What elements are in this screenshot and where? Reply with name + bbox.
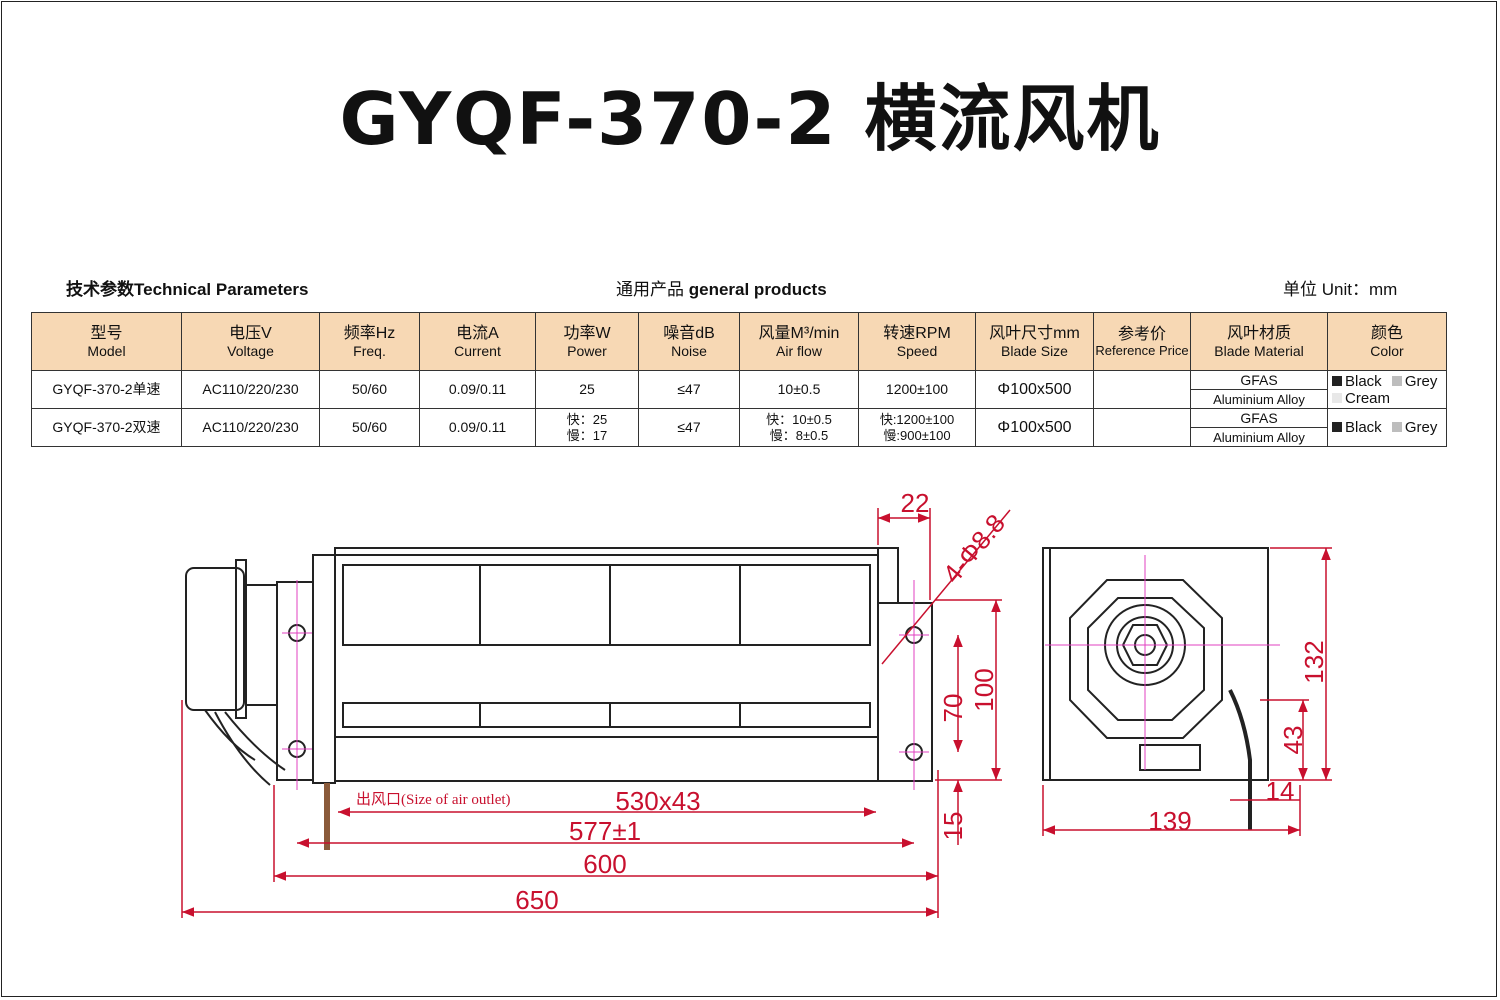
motor-octagon [1069, 579, 1223, 739]
blade-lower [342, 702, 871, 728]
general-en: general products [688, 280, 827, 299]
cell-model: GYQF-370-2双速 [31, 408, 182, 447]
black-swatch [1332, 375, 1342, 386]
grey-swatch [1391, 375, 1402, 386]
front-view [185, 547, 933, 850]
page-title: GYQF-370-2 横流风机 [339, 77, 1161, 161]
table-row: GYQF-370-2双速 AC110/220/230 50/60 0.09/0.… [31, 408, 1447, 447]
side-plate-right [877, 602, 933, 782]
cell-speed: 1200±100 [858, 370, 976, 409]
black-swatch [1332, 422, 1342, 432]
grey-swatch [1391, 422, 1402, 432]
dim-100: 100 [969, 668, 999, 711]
cell-noise: ≤47 [638, 370, 740, 409]
cell-current: 0.09/0.11 [419, 370, 536, 409]
blade-upper [342, 564, 871, 646]
dim-600: 600 [583, 849, 626, 879]
unit-label: 单位 Unit：mm [1283, 280, 1398, 299]
dim-139: 139 [1148, 806, 1191, 836]
cell-current: 0.09/0.11 [419, 408, 536, 447]
dim-132: 132 [1299, 640, 1329, 683]
dim-70: 70 [938, 694, 968, 723]
cell-blade-size: Φ100x500 [975, 408, 1094, 447]
dim-530: 530x43 [615, 786, 700, 816]
fan-body [334, 547, 879, 782]
center-lines [282, 580, 929, 790]
dim-15: 15 [938, 812, 968, 841]
side-frame [1042, 547, 1269, 781]
side-plate-left [276, 581, 314, 781]
dim-577: 577±1 [569, 816, 641, 846]
lead-wires [204, 709, 286, 786]
dim-14: 14 [1266, 776, 1295, 806]
dim-43: 43 [1278, 726, 1308, 755]
side-view [1042, 547, 1269, 830]
cell-color: Black Grey Cream [1327, 370, 1447, 409]
dim-holes: 4-Φ8.8 [937, 508, 1011, 589]
cream-swatch [1332, 392, 1342, 403]
general-cn: 通用产品 [616, 280, 689, 299]
cell-voltage: AC110/220/230 [181, 370, 320, 409]
dimension-lines [181, 508, 1332, 918]
side-center-lines [1045, 555, 1280, 770]
cell-model: GYQF-370-2单速 [31, 370, 182, 409]
side-wires [1228, 689, 1252, 830]
table-row: GYQF-370-2单速 AC110/220/230 50/60 0.09/0.… [31, 370, 1447, 409]
cell-price [1093, 408, 1191, 447]
cell-price [1093, 370, 1191, 409]
cell-color: Black Grey [1327, 408, 1447, 447]
dimension-labels: 22 4-Φ8.8 70 100 15 出风口(Size of air outl… [356, 488, 1329, 915]
cell-voltage: AC110/220/230 [181, 408, 320, 447]
tech-params-heading: 技术参数Technical Parameters [66, 280, 309, 299]
cell-freq: 50/60 [319, 408, 420, 447]
outlet-note: 出风口(Size of air outlet) [356, 791, 511, 808]
cell-freq: 50/60 [319, 370, 420, 409]
dim-650: 650 [515, 885, 558, 915]
general-products-heading: 通用产品 general products [616, 278, 827, 302]
motor-housing [185, 567, 245, 711]
dim-22: 22 [901, 488, 930, 518]
